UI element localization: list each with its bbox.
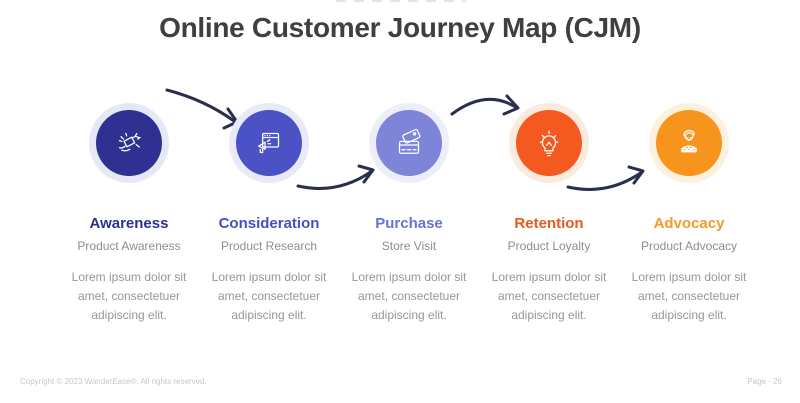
copyright-text: Copyright © 2023 WanderEase®. All rights… [20, 377, 207, 386]
stage-consideration: Consideration Product Research Lorem ips… [194, 103, 344, 325]
page-title: Online Customer Journey Map (CJM) [159, 12, 641, 43]
stage-subtitle: Product Loyalty [507, 239, 591, 253]
stage-subtitle: Product Advocacy [640, 239, 738, 253]
stage-circle [656, 110, 722, 176]
person-stars-icon [670, 124, 708, 162]
stage-description: Lorem ipsum dolor sit amet, consectetuer… [631, 270, 747, 322]
stage-circle [96, 110, 162, 176]
stage-circle-halo [649, 103, 729, 183]
stage-description: Lorem ipsum dolor sit amet, consectetuer… [71, 270, 187, 322]
stage-description: Lorem ipsum dolor sit amet, consectetuer… [211, 270, 327, 322]
stage-awareness: Awareness Product Awareness Lorem ipsum … [54, 103, 204, 325]
lightbulb-icon [530, 124, 568, 162]
stage-circle-halo [229, 103, 309, 183]
stage-circle-halo [89, 103, 169, 183]
credit-card-tag-icon [390, 124, 428, 162]
cropped-header-artifact [336, 0, 466, 2]
stage-circle-halo [509, 103, 589, 183]
stage-subtitle: Product Awareness [77, 239, 181, 253]
stage-title: Awareness [89, 215, 169, 232]
stage-subtitle: Store Visit [381, 239, 437, 253]
stage-circle [516, 110, 582, 176]
stage-title: Advocacy [653, 215, 725, 232]
stage-subtitle: Product Research [220, 239, 318, 253]
browser-megaphone-icon [250, 124, 288, 162]
stage-title: Consideration [218, 215, 320, 232]
page-number: Page - 26 [747, 377, 782, 386]
stage-retention: Retention Product Loyalty Lorem ipsum do… [474, 103, 624, 325]
stage-description: Lorem ipsum dolor sit amet, consectetuer… [351, 270, 467, 322]
stage-circle-halo [369, 103, 449, 183]
stage-title: Retention [514, 215, 584, 232]
stage-description: Lorem ipsum dolor sit amet, consectetuer… [491, 270, 607, 322]
stage-circle [236, 110, 302, 176]
stage-title: Purchase [375, 215, 443, 232]
stage-advocacy: Advocacy Product Advocacy Lorem ipsum do… [614, 103, 764, 325]
stage-circle [376, 110, 442, 176]
hands-spark-icon [110, 124, 148, 162]
stage-purchase: Purchase Store Visit Lorem ipsum dolor s… [334, 103, 484, 325]
